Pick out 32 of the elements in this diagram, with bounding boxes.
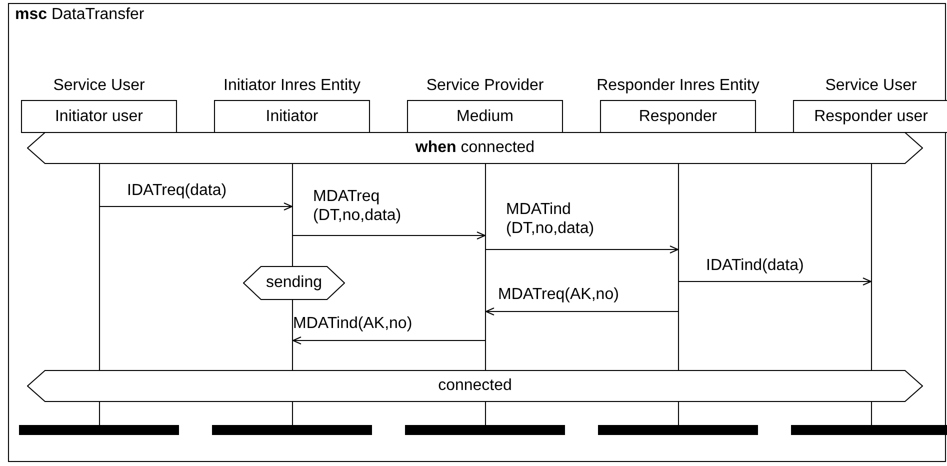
message-arrow [292,336,486,344]
frame-label: msc DataTransfer [15,6,144,24]
instance-box: Initiator [214,100,370,133]
message-arrow [292,232,486,240]
lifeline [678,164,679,370]
instance-heading: Service User [825,77,917,95]
message-arrow [100,202,292,210]
instance-heading: Service Provider [426,77,544,95]
message-arrow [678,278,872,286]
instance-end-bar [212,425,372,435]
msc-frame [8,3,946,462]
instance-end-bar [598,425,758,435]
instance-box: Medium [407,100,563,133]
instance-heading: Service User [53,77,145,95]
instance-heading: Initiator Inres Entity [224,77,360,95]
instance-end-bar [791,425,947,435]
message-label: IDATreq(data) [127,181,227,200]
instance-box: Responder user [793,100,947,133]
lifeline [871,164,872,370]
lifeline [485,164,486,370]
instance-box: Initiator user [21,100,177,133]
instance-heading: Responder Inres Entity [596,77,760,95]
condition-hexagon: sending [243,266,345,300]
message-arrow [486,308,678,316]
message-arrow [486,246,678,254]
message-label: MDATind(AK,no) [293,314,412,333]
message-label: IDATind(data) [706,256,804,275]
instance-end-bar [19,425,179,435]
instance-end-bar [405,425,565,435]
instance-box: Responder [600,100,756,133]
message-label: MDATreq(AK,no) [498,285,619,304]
lifeline [99,164,100,370]
